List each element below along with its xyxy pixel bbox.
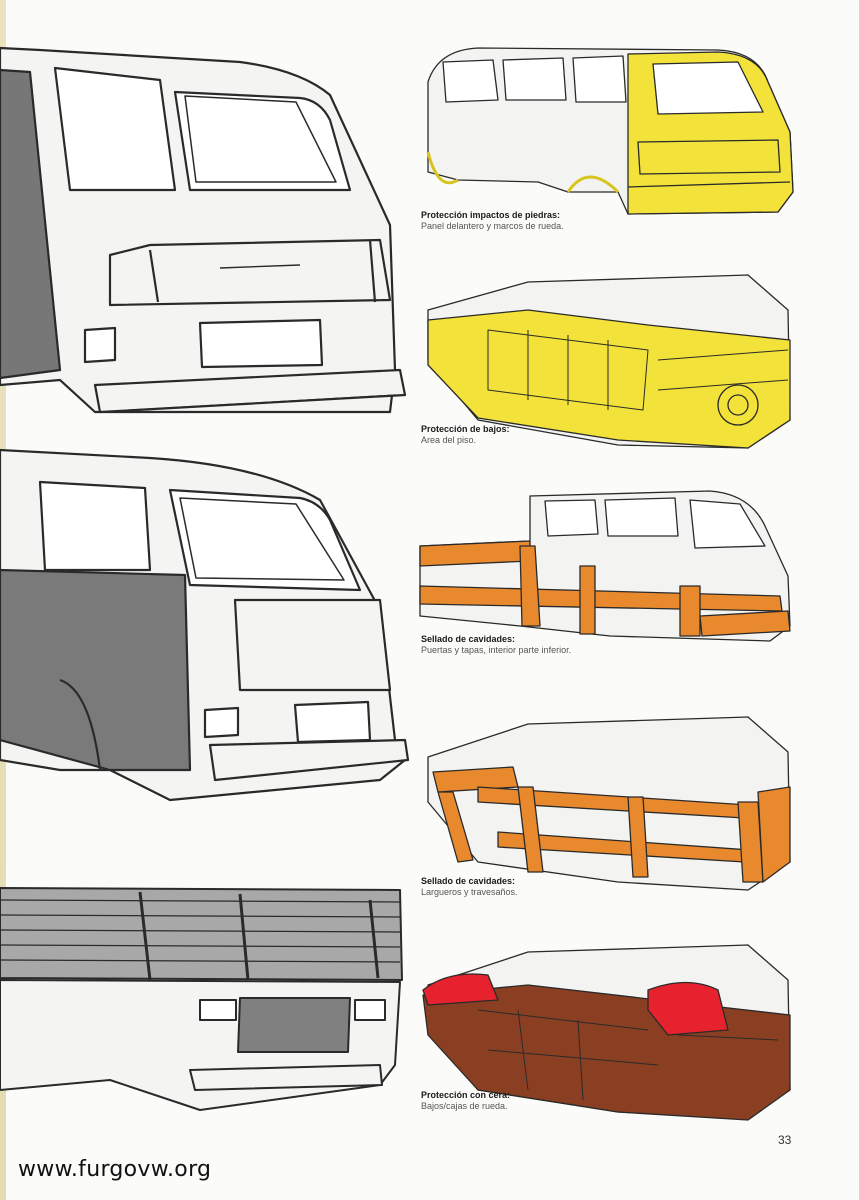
caption-description: Largueros y travesaños. — [421, 887, 518, 897]
caption-underbody-protection: Protección de bajos: Area del piso. — [421, 424, 651, 446]
caption-title: Protección impactos de piedras: — [421, 210, 561, 220]
cavity-sealing-doors-diagram — [410, 486, 795, 646]
van-rear-drawing-2 — [0, 440, 412, 810]
pickup-rear-drawing — [0, 880, 412, 1140]
caption-description: Panel delantero y marcos de rueda. — [421, 221, 564, 231]
watermark: www.furgovw.org — [18, 1157, 212, 1182]
caption-title: Protección de bajos: — [421, 424, 510, 434]
caption-title: Protección con cera: — [421, 1090, 511, 1100]
cavity-sealing-frame-diagram — [418, 712, 798, 892]
caption-cavity-sealing-frame: Sellado de cavidades: Largueros y traves… — [421, 876, 651, 898]
caption-description: Area del piso. — [421, 435, 477, 445]
caption-cavity-sealing-doors: Sellado de cavidades: Puertas y tapas, i… — [421, 634, 651, 656]
caption-wax-protection: Protección con cera: Bajos/cajas de rued… — [421, 1090, 651, 1112]
caption-title: Sellado de cavidades: — [421, 876, 516, 886]
caption-title: Sellado de cavidades: — [421, 634, 516, 644]
caption-stone-protection: Protección impactos de piedras: Panel de… — [421, 210, 651, 232]
caption-description: Puertas y tapas, interior parte inferior… — [421, 645, 572, 655]
underbody-protection-diagram — [418, 270, 798, 450]
van-rear-drawing-1 — [0, 40, 410, 430]
caption-description: Bajos/cajas de rueda. — [421, 1101, 508, 1111]
wax-protection-diagram — [418, 940, 798, 1122]
page-number: 33 — [778, 1133, 792, 1147]
van-stone-protection-diagram — [418, 42, 798, 220]
